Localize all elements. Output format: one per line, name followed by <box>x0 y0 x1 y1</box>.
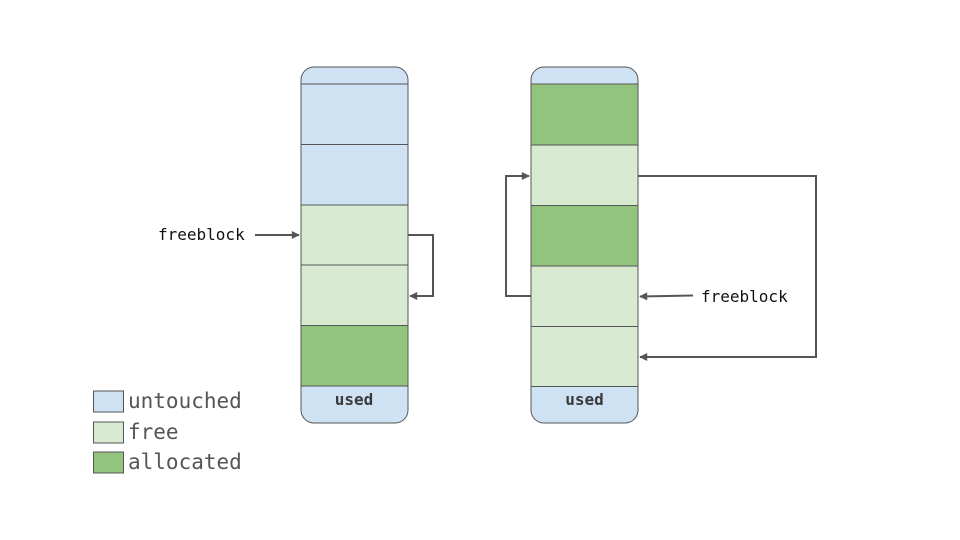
left-cell-3 <box>301 205 408 265</box>
right-freeblock-pointer-arrow <box>639 292 694 301</box>
right-cell-1 <box>531 84 638 145</box>
right-footer-cell <box>531 386 638 423</box>
legend-label-untouched: untouched <box>128 389 242 413</box>
right-cell-5 <box>531 326 638 387</box>
right-header-cell <box>531 67 638 84</box>
legend-swatch-free <box>93 421 124 444</box>
legend-label-free: free <box>128 420 179 444</box>
right-column-outline <box>530 66 639 424</box>
legend-label-allocated: allocated <box>128 450 242 474</box>
left-cell-1 <box>301 84 408 145</box>
right-cell-4 <box>531 266 638 327</box>
right-memory-column <box>531 67 638 423</box>
left-column-outline <box>300 66 409 424</box>
left-memory-column <box>301 67 408 423</box>
legend: untouched free allocated <box>93 389 242 474</box>
left-cell-4 <box>301 265 408 326</box>
right-free-link-arrow-loop <box>505 172 531 297</box>
left-free-link-arrow <box>408 234 434 300</box>
left-used-label: used <box>335 390 374 409</box>
left-footer-cell <box>301 386 408 423</box>
legend-swatch-untouched <box>93 390 124 413</box>
left-header-cell <box>301 67 408 84</box>
left-freeblock-label: freeblock <box>158 225 245 244</box>
right-cell-2 <box>531 145 638 206</box>
right-free-link-arrow-long <box>638 175 817 361</box>
legend-swatch-allocated <box>93 451 124 474</box>
right-freeblock-label: freeblock <box>701 287 788 306</box>
left-cell-5 <box>301 325 408 386</box>
left-cell-2 <box>301 144 408 205</box>
right-used-label: used <box>565 390 604 409</box>
right-cell-3 <box>531 205 638 266</box>
